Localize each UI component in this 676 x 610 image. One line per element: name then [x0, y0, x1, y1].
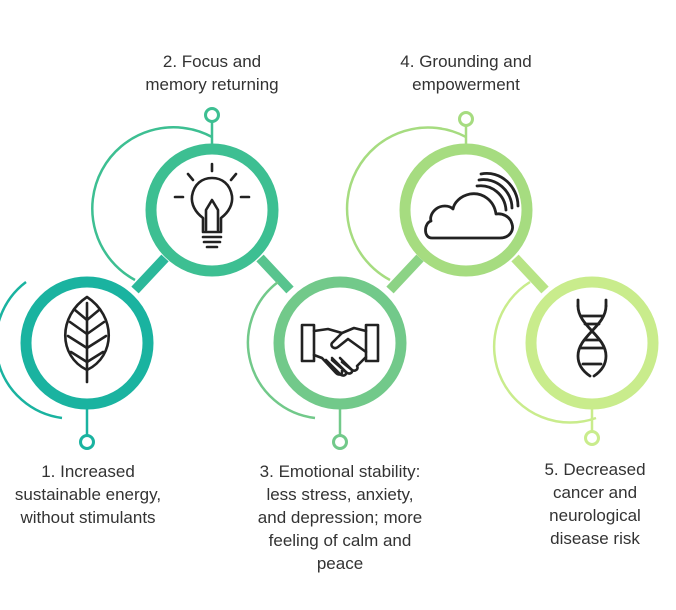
- connectors: [131, 254, 549, 294]
- node-3: [246, 276, 407, 450]
- step-3-label: 3. Emotional stability: less stress, anx…: [257, 462, 423, 573]
- node-5-pin: [584, 430, 600, 446]
- connector-4-5: [511, 254, 549, 294]
- connector-1-2: [131, 254, 169, 294]
- node-2-pin: [204, 107, 220, 123]
- node-2: [91, 107, 279, 282]
- node-2-outer-arc: [91, 126, 213, 282]
- step-5-label: 5. Decreased cancer and neurological dis…: [544, 460, 646, 548]
- node-5-outer-arc: [492, 280, 597, 424]
- cloud-signal-icon: [424, 172, 520, 240]
- node-1-outer-arc: [0, 281, 63, 420]
- dna-icon: [576, 298, 608, 378]
- step-4-label: 4. Grounding and empowerment: [400, 52, 532, 94]
- node-5: [492, 276, 659, 446]
- node-5-ring: [525, 276, 659, 410]
- leaf-icon: [64, 295, 110, 384]
- node-4-outer-arc: [345, 126, 467, 282]
- node-3-outer-arc: [246, 281, 316, 420]
- connector-2-3: [256, 254, 294, 294]
- step-1-label: 1. Increased sustainable energy, without…: [14, 462, 162, 527]
- node-1-pin: [79, 434, 95, 450]
- node-3-ring: [273, 276, 407, 410]
- node-4-pin: [458, 111, 474, 127]
- node-1: [0, 276, 154, 450]
- node-3-pin: [332, 434, 348, 450]
- node-4-ring: [399, 143, 533, 277]
- connector-3-4: [386, 254, 424, 294]
- step-2-label: 2. Focus and memory returning: [145, 52, 279, 94]
- handshake-icon: [300, 323, 380, 377]
- lightbulb-icon: [173, 162, 251, 249]
- node-4: [345, 111, 533, 282]
